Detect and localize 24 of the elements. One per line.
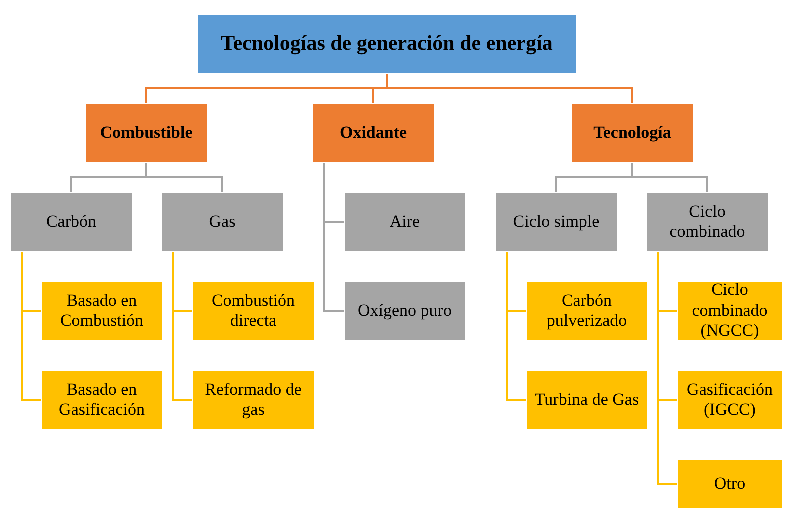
subcategory-box: Oxígeno puro [344,281,466,341]
option-box: Basado en Combustión [41,281,163,341]
connector-line [386,74,634,103]
subcategory-box: Carbón [10,192,133,252]
connector-line [146,163,224,192]
category-box: Oxidante [312,103,435,163]
subcategory-box: Ciclo combinado [646,192,769,252]
subcategory-box: Gas [161,192,284,252]
option-box: Combustión directa [192,281,315,341]
option-box: Otro [677,459,783,509]
option-box: Carbón pulverizado [526,281,648,341]
connector-line [632,163,708,192]
connector-line [657,252,677,485]
option-box: Basado en Gasificación [41,370,163,430]
connector-line [323,163,344,312]
title-box: Tecnologías de generación de energía [197,14,577,74]
option-box: Reformado de gas [192,370,315,430]
category-box: Tecnología [571,103,694,163]
subcategory-box: Aire [344,192,466,252]
category-box: Combustible [85,103,208,163]
option-box: Gasificación (IGCC) [677,370,783,430]
subcategory-box: Ciclo simple [495,192,618,252]
option-box: Ciclo combinado (NGCC) [677,281,783,341]
option-box: Turbina de Gas [526,370,648,430]
